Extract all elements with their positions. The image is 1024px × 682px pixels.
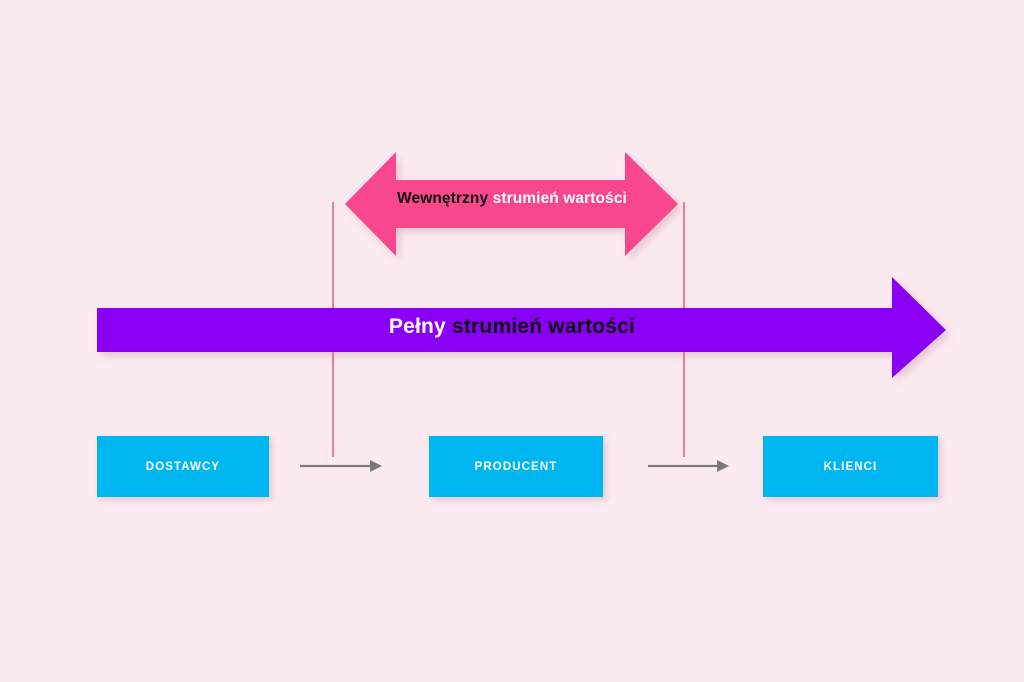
node-box-suppliers[interactable]: DOSTAWCY: [97, 436, 269, 497]
node-box-producer[interactable]: PRODUCENT: [429, 436, 603, 497]
flow-arrow-suppliers-to-producer: [300, 460, 382, 472]
node-label-suppliers: DOSTAWCY: [145, 460, 221, 473]
node-label-clients: KLIENCI: [823, 460, 878, 473]
full-value-stream-arrow: [97, 277, 946, 378]
node-label-producer: PRODUCENT: [474, 460, 558, 473]
flow-arrow-producer-to-clients: [648, 460, 729, 472]
node-box-clients[interactable]: KLIENCI: [763, 436, 938, 497]
inner-value-stream-arrow: [345, 152, 678, 256]
